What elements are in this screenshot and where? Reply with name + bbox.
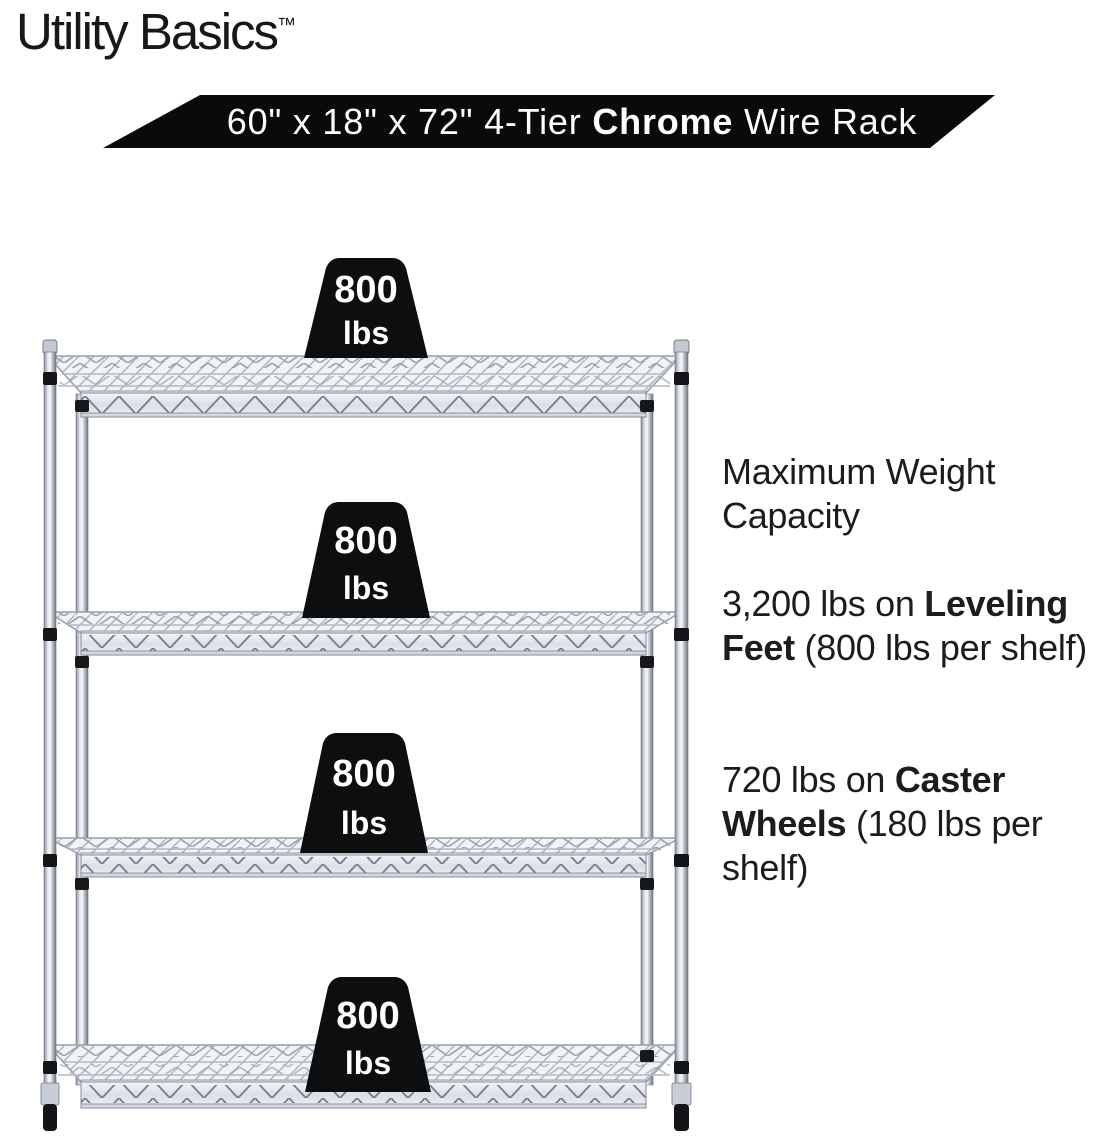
back-post-collars	[75, 400, 654, 1062]
weight-value: 800	[336, 995, 399, 1037]
title-banner: 60" x 18" x 72" 4-Tier Chrome Wire Rack	[103, 95, 995, 148]
banner-title: 60" x 18" x 72" 4-Tier Chrome Wire Rack	[226, 100, 918, 142]
weight-value: 800	[334, 269, 397, 311]
back-left-post	[75, 393, 89, 1086]
capacity-caster-wheels: 720 lbs on Caster Wheels (180 lbs per sh…	[722, 759, 1043, 888]
weight-value: 800	[332, 753, 395, 795]
brand-logo: Utility Basics™	[16, 2, 296, 61]
weight-value: 800	[334, 520, 397, 562]
leveling-feet	[40, 1082, 692, 1131]
shelf-2	[45, 611, 684, 656]
back-right-post	[640, 393, 654, 1086]
weight-unit: lbs	[343, 570, 389, 606]
brand-name: Utility Basics	[16, 3, 279, 60]
weight-block-3: 800 lbs	[300, 733, 428, 853]
shelf-1	[46, 355, 683, 418]
weight-unit: lbs	[343, 315, 389, 351]
shelf-3	[47, 837, 682, 878]
front-left-post	[42, 339, 58, 1084]
weight-block-1: 800 lbs	[304, 258, 428, 358]
front-post-collars	[43, 372, 689, 1074]
details-panel: Maximum Weight Capacity 3,200 lbs on Lev…	[722, 450, 1102, 888]
details-heading: Maximum Weight Capacity	[722, 451, 996, 536]
weight-unit: lbs	[341, 805, 387, 841]
capacity-leveling-feet: 3,200 lbs on Leveling Feet (800 lbs per …	[722, 583, 1087, 668]
weight-block-2: 800 lbs	[302, 502, 430, 618]
weight-unit: lbs	[345, 1045, 391, 1081]
trademark-symbol: ™	[277, 15, 297, 36]
weight-block-4: 800 lbs	[305, 977, 431, 1092]
front-right-post	[673, 339, 690, 1084]
